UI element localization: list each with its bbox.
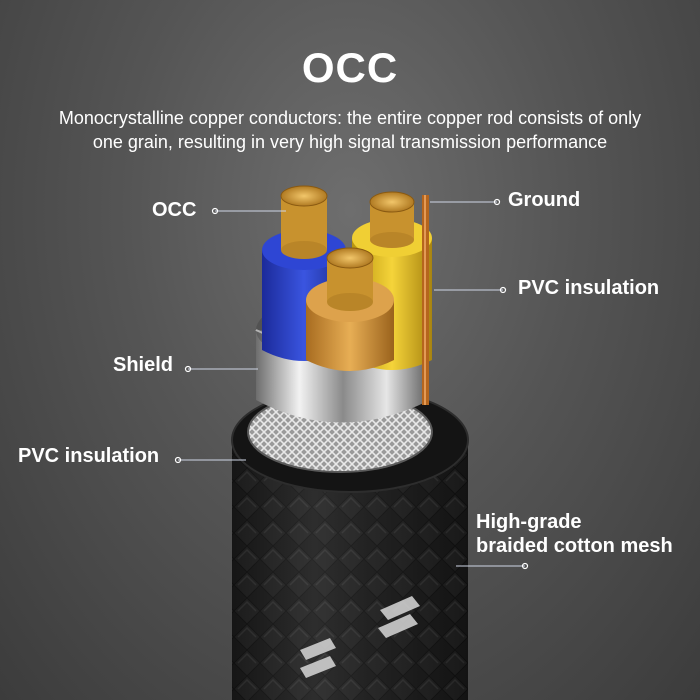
leader-dot-ground: [493, 198, 501, 206]
page-title: OCC: [301, 44, 399, 91]
label-braided-mesh-line-1: High-grade: [476, 511, 582, 533]
leader-dot-braid: [521, 562, 529, 570]
leader-dot-occ: [211, 207, 219, 215]
label-occ: OCC: [152, 199, 197, 221]
subtitle-line-2: one grain, resulting in very high signal…: [92, 132, 608, 152]
orange-wire: [306, 247, 394, 371]
label-braided-mesh-line-2: braided cotton mesh: [476, 535, 673, 557]
leader-dot-shield: [184, 365, 192, 373]
braid-highlights: [300, 596, 420, 678]
label-shield: Shield: [113, 354, 174, 376]
label-ground: Ground: [508, 189, 581, 211]
ground-wire: [422, 195, 429, 405]
leader-lines: [178, 201, 525, 567]
label-braided-mesh: High-grade braided cotton mesh: [476, 510, 673, 558]
label-pvc-insulation-outer: PVC insulation: [18, 445, 160, 467]
leader-dot-pvc-inner: [499, 286, 507, 294]
leader-dot-pvc-outer: [174, 456, 182, 464]
label-pvc-insulation-inner: PVC insulation: [518, 277, 660, 299]
subtitle: Monocrystalline copper conductors: the e…: [30, 106, 670, 154]
leader-dots: [174, 198, 529, 570]
subtitle-line-1: Monocrystalline copper conductors: the e…: [58, 108, 642, 128]
blue-wire: [262, 185, 346, 361]
